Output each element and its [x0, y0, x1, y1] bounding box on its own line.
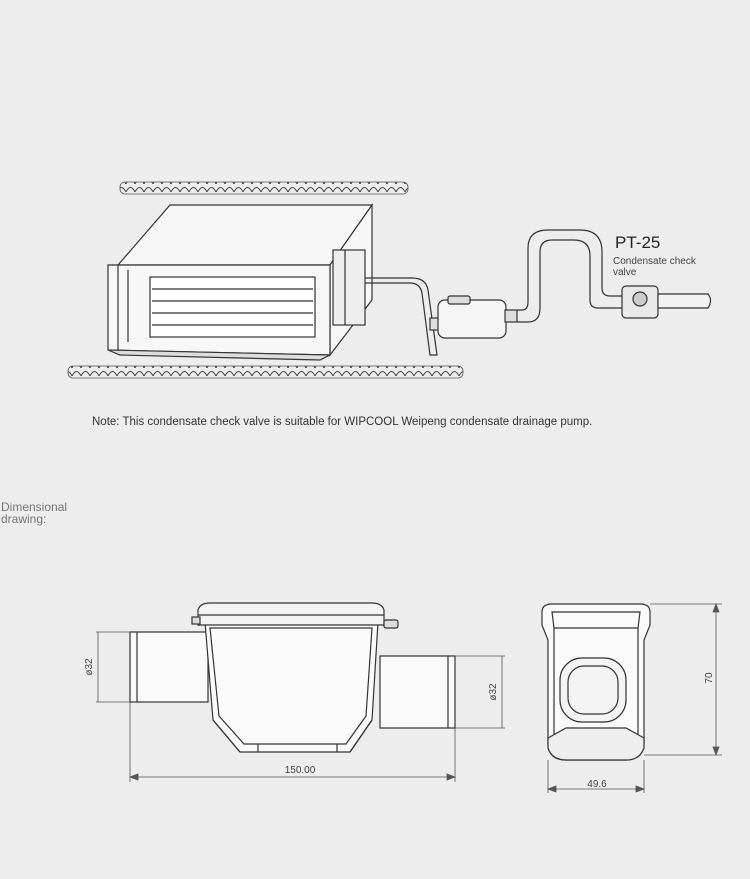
drain-hose [365, 277, 438, 356]
dim-outlet-diameter: ø32 [488, 683, 499, 701]
front-view [129, 602, 456, 753]
condensate-pump [429, 295, 518, 339]
dim-height: 70 [704, 672, 715, 684]
side-view [541, 603, 651, 761]
dim-width: 49.6 [587, 779, 607, 790]
floor-strip [67, 365, 464, 379]
dim-inlet-diameter: ø32 [84, 658, 95, 676]
compatibility-note: Note: This condensate check valve is sui… [92, 416, 593, 428]
indoor-unit [107, 203, 374, 361]
dim-overall-length: 150.00 [285, 765, 316, 776]
side-dimension-lines [546, 602, 722, 793]
model-label: PT-25 [615, 233, 661, 252]
front-dimension-lines [96, 631, 505, 782]
model-description: Condensate check valve [613, 256, 696, 278]
ceiling-strip [119, 181, 409, 195]
dimensional-drawing-title: Dimensional drawing: [1, 500, 68, 526]
discharge-tube [517, 229, 625, 323]
check-valve-illustration [621, 285, 712, 319]
